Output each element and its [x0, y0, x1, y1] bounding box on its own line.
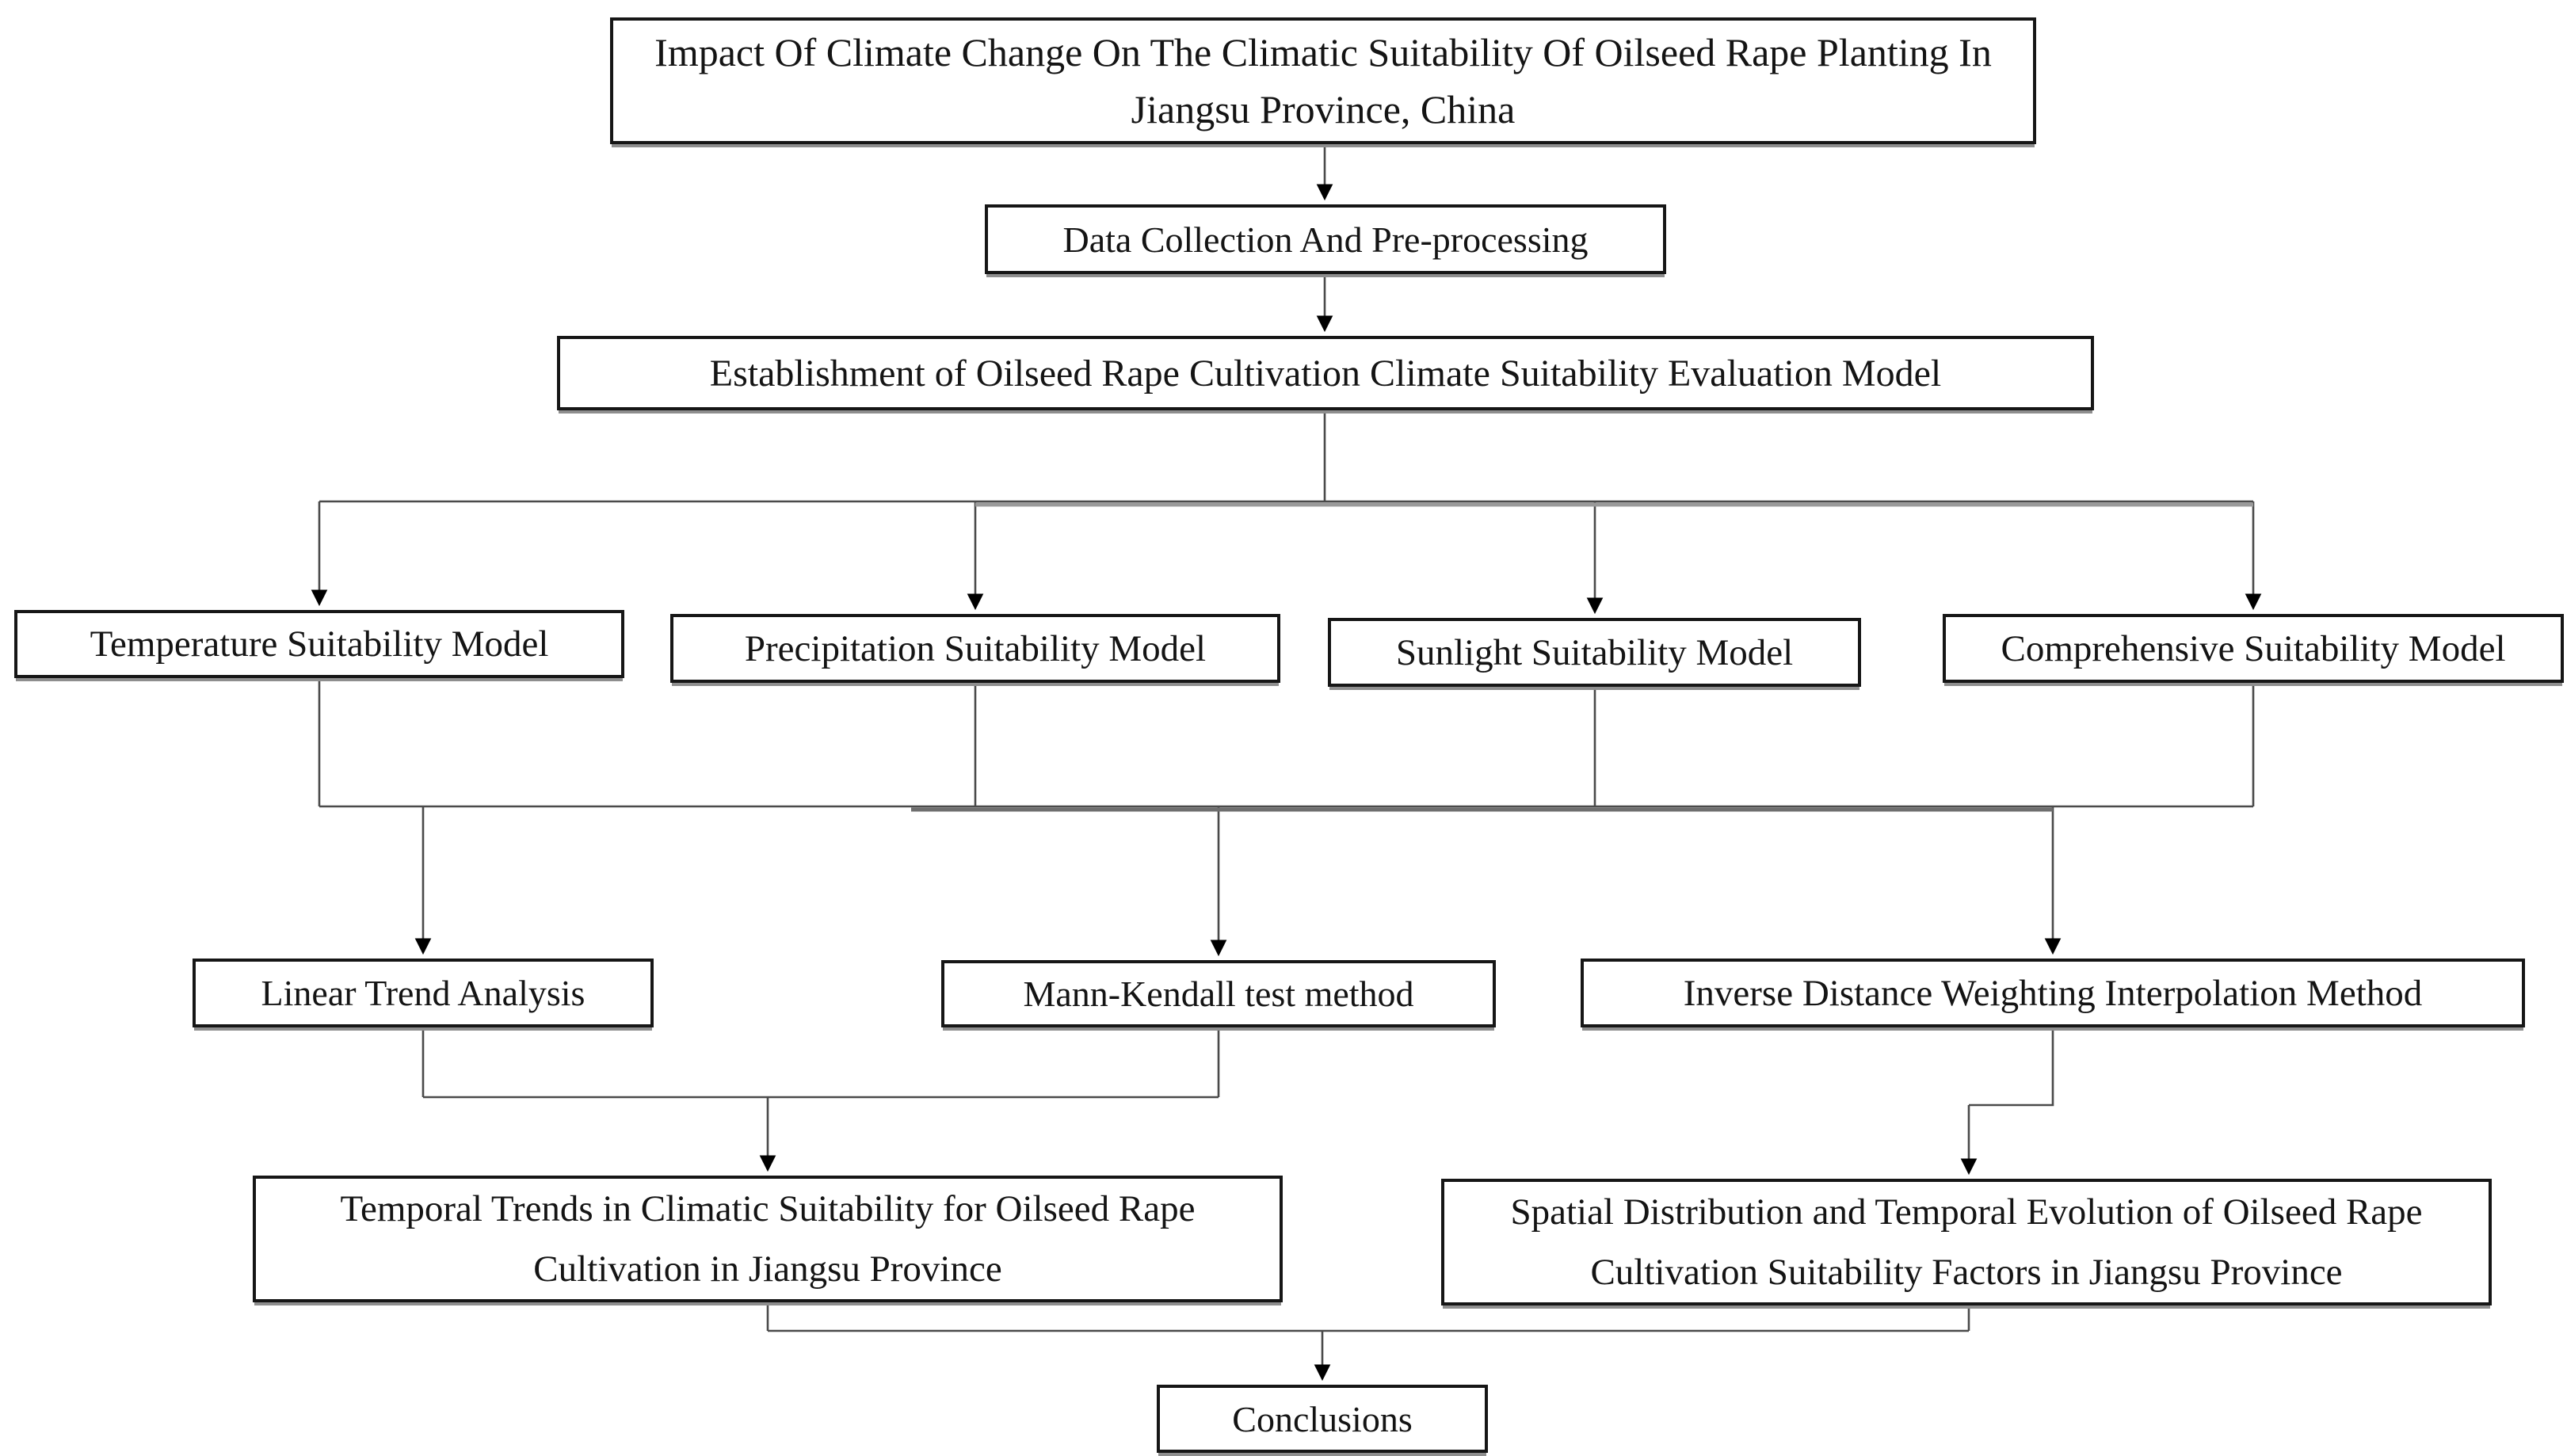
node-sunlight-model-label: Sunlight Suitability Model	[1395, 631, 1794, 673]
line-idw-down-jog	[1969, 1027, 2054, 1107]
node-sunlight-model: Sunlight Suitability Model	[1328, 618, 1861, 687]
node-idw-method: Inverse Distance Weighting Interpolation…	[1581, 959, 2525, 1027]
node-spatial-distribution: Spatial Distribution and Temporal Evolut…	[1441, 1179, 2492, 1305]
node-idw-method-label: Inverse Distance Weighting Interpolation…	[1683, 972, 2423, 1014]
node-data-collection-label: Data Collection And Pre-processing	[1062, 219, 1589, 260]
node-precipitation-model-label: Precipitation Suitability Model	[744, 627, 1207, 669]
node-spatial-distribution-label: Spatial Distribution and Temporal Evolut…	[1510, 1191, 2423, 1293]
node-model-establishment-label: Establishment of Oilseed Rape Cultivatio…	[709, 352, 1942, 394]
node-precipitation-model: Precipitation Suitability Model	[670, 614, 1280, 683]
node-temporal-trends-label: Temporal Trends in Climatic Suitability …	[340, 1188, 1196, 1290]
node-temperature-model: Temperature Suitability Model	[14, 610, 624, 678]
node-linear-trend-label: Linear Trend Analysis	[261, 973, 585, 1013]
node-temporal-trends: Temporal Trends in Climatic Suitability …	[253, 1176, 1283, 1302]
node-title-label: Impact Of Climate Change On The Climatic…	[654, 30, 1992, 131]
node-comprehensive-model: Comprehensive Suitability Model	[1943, 614, 2564, 683]
node-temperature-model-label: Temperature Suitability Model	[90, 623, 549, 665]
node-comprehensive-model-label: Comprehensive Suitability Model	[2001, 627, 2506, 669]
node-model-establishment: Establishment of Oilseed Rape Cultivatio…	[557, 336, 2094, 410]
node-mann-kendall: Mann-Kendall test method	[941, 960, 1496, 1027]
node-linear-trend: Linear Trend Analysis	[193, 959, 654, 1027]
node-mann-kendall-label: Mann-Kendall test method	[1023, 974, 1414, 1014]
node-conclusions-label: Conclusions	[1232, 1398, 1413, 1439]
node-conclusions: Conclusions	[1157, 1385, 1488, 1453]
node-title: Impact Of Climate Change On The Climatic…	[610, 17, 2036, 144]
node-data-collection: Data Collection And Pre-processing	[985, 204, 1666, 274]
